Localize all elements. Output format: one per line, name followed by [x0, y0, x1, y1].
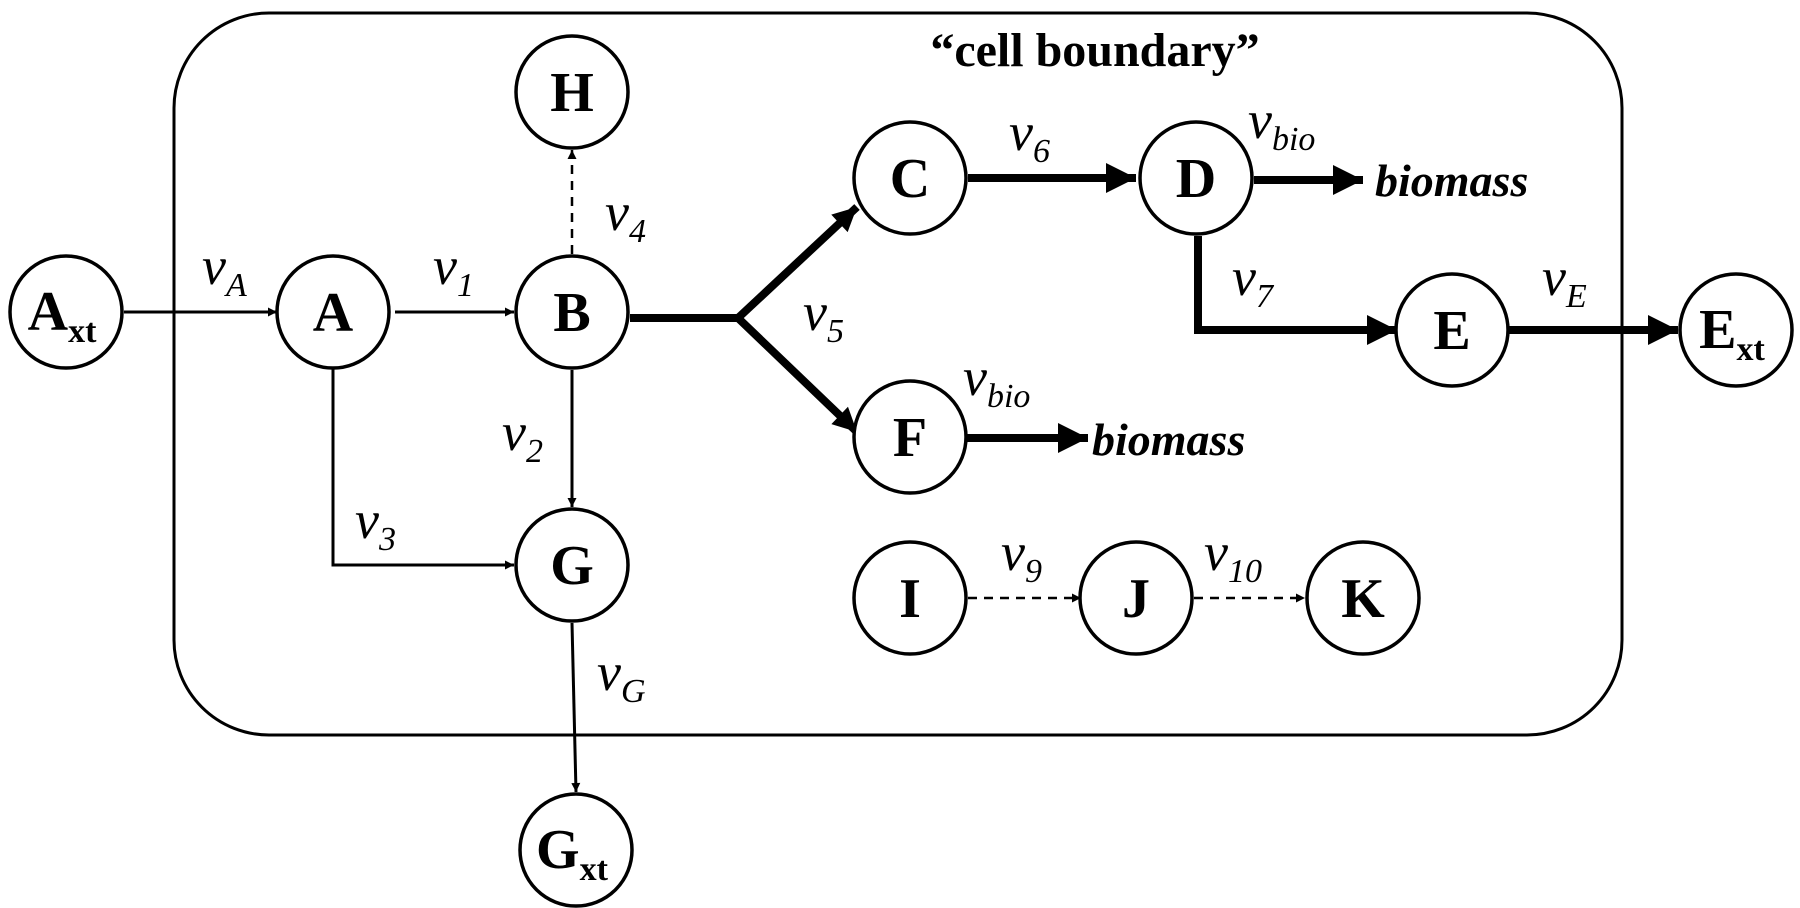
svg-text:I: I: [899, 568, 921, 630]
svg-text:E: E: [1433, 300, 1470, 362]
svg-text:A: A: [313, 282, 354, 344]
cell-boundary: [172, 11, 1624, 737]
svg-text:D: D: [1176, 148, 1216, 210]
flux-label-v5: v5: [803, 282, 844, 350]
svg-text:J: J: [1122, 568, 1150, 630]
flux-label-v3: v3: [355, 490, 396, 558]
svg-text:G: G: [550, 535, 594, 597]
edge-v7: [1194, 236, 1397, 345]
node-A: A: [275, 254, 391, 370]
node-C: C: [852, 120, 968, 236]
svg-text:B: B: [553, 282, 590, 344]
flux-label-v2: v2: [502, 402, 543, 470]
biomass-label-D: biomass: [1375, 155, 1528, 206]
node-Ext: Ext: [1678, 272, 1794, 388]
svg-text:Ext: Ext: [1699, 299, 1765, 368]
flux-label-vE: vE: [1542, 247, 1587, 315]
node-D: D: [1138, 120, 1254, 236]
svg-text:H: H: [550, 62, 594, 124]
flux-label-v6: v6: [1009, 102, 1050, 170]
biomass-label-F: biomass: [1092, 414, 1245, 465]
flux-label-vbio-D: vbio: [1248, 90, 1315, 158]
flux-label-v1: v1: [433, 236, 474, 304]
svg-text:C: C: [890, 148, 930, 210]
edge-v5-to-C: [735, 204, 860, 321]
node-F: F: [852, 379, 968, 495]
flux-label-vA: vA: [202, 236, 247, 304]
flux-label-v10: v10: [1204, 522, 1262, 590]
node-G: G: [514, 507, 630, 623]
edge-v5-to-F: [735, 315, 860, 435]
node-B: B: [514, 254, 630, 370]
svg-text:F: F: [893, 407, 927, 469]
svg-text:K: K: [1341, 568, 1385, 630]
node-Gxt: Gxt: [518, 792, 634, 908]
svg-text:Axt: Axt: [28, 281, 97, 350]
node-Axt: Axt: [8, 254, 124, 370]
svg-text:Gxt: Gxt: [536, 819, 609, 888]
edge-v3: [331, 364, 514, 570]
cell-boundary-label: “cell boundary”: [930, 24, 1259, 77]
flux-label-v7: v7: [1232, 247, 1275, 315]
node-I: I: [852, 540, 968, 656]
node-E: E: [1394, 272, 1510, 388]
node-K: K: [1305, 540, 1421, 656]
flux-label-vG: vG: [597, 642, 646, 710]
node-H: H: [514, 34, 630, 150]
node-J: J: [1078, 540, 1194, 656]
flux-label-v9: v9: [1001, 522, 1042, 590]
flux-label-vbio-F: vbio: [963, 347, 1030, 415]
edge-vG: [570, 622, 581, 793]
flux-label-v4: v4: [605, 182, 646, 250]
